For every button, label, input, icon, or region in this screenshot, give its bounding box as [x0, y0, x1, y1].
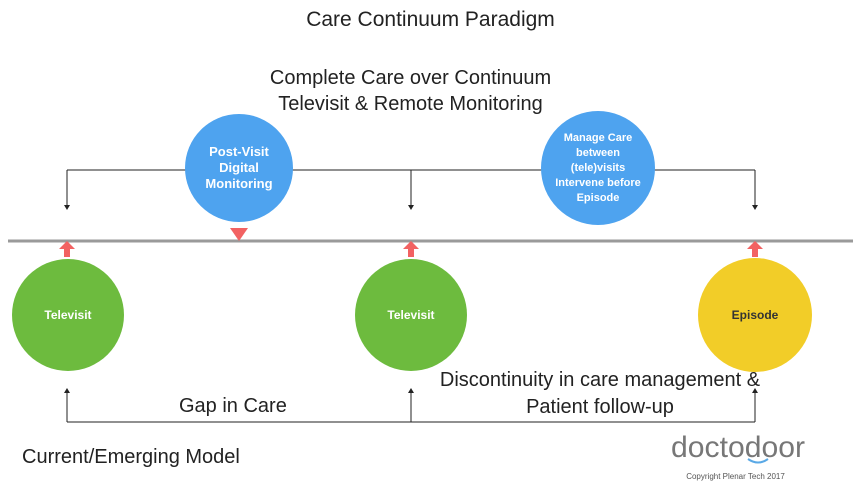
discontinuity-line-2: Patient follow-up — [526, 396, 674, 418]
post-visit-label: Post-Visit Digital Monitoring — [205, 144, 273, 191]
red-arrow-stem-right — [752, 247, 758, 257]
televisit-center-circle — [355, 259, 467, 371]
bottom-connector — [66, 393, 756, 423]
arrowhead-down-left — [64, 205, 70, 210]
arrowhead-down-center — [408, 205, 414, 210]
arrowhead-up-center — [408, 388, 414, 393]
red-arrow-up-right — [747, 241, 763, 249]
episode-circle — [698, 258, 812, 372]
televisit-center-label: Televisit — [387, 308, 435, 322]
subtitle-line-2: Televisit & Remote Monitoring — [278, 93, 543, 115]
bottom-connector-arrowheads — [64, 388, 758, 393]
manage-care-circle — [541, 111, 655, 225]
discontinuity-line-1: Discontinuity in care management & — [439, 369, 761, 391]
arrowhead-down-right — [752, 205, 758, 210]
red-arrow-up-left — [59, 241, 75, 249]
doctodoor-logo: doctodoor — [671, 433, 805, 464]
logo-text: doctodoor — [671, 433, 805, 464]
red-arrow-down-post-visit — [230, 228, 248, 241]
red-arrow-stem-left — [64, 247, 70, 257]
top-connector-arrowheads — [64, 205, 758, 210]
televisit-left-label: Televisit — [44, 308, 92, 322]
arrowhead-up-left — [64, 388, 70, 393]
model-label: Current/Emerging Model — [22, 446, 240, 468]
manage-care-label: Manage Care between (tele)visits Interve… — [555, 131, 641, 204]
arrowhead-up-right — [752, 388, 758, 393]
red-arrow-up-center — [403, 241, 419, 249]
gap-in-care-text: Gap in Care — [179, 395, 287, 417]
copyright-text: Copyright Plenar Tech 2017 — [686, 472, 785, 481]
subtitle-line-1: Complete Care over Continuum — [269, 67, 552, 89]
red-arrow-stem-center — [408, 247, 414, 257]
post-visit-circle — [185, 114, 293, 222]
logo-swoosh-icon — [747, 458, 769, 464]
diagram-title: Care Continuum Paradigm — [306, 8, 555, 31]
red-arrows — [59, 228, 763, 257]
televisit-left-circle — [12, 259, 124, 371]
episode-label: Episode — [731, 308, 779, 322]
